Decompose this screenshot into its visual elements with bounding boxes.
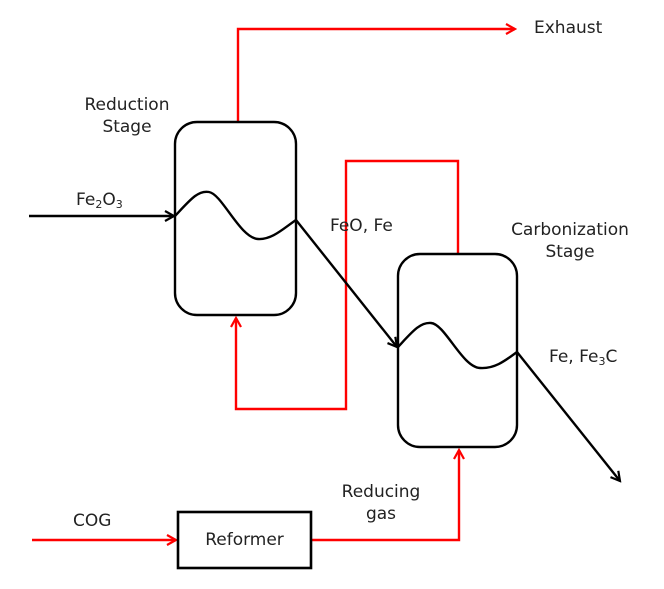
exhaust-flow-line	[236, 29, 515, 122]
reduction-stage-label: Reduction Stage	[72, 94, 182, 138]
product-flow-line	[516, 351, 620, 481]
reduction-stage-vessel[interactable]	[173, 120, 298, 317]
intermediate-label: FeO, Fe	[330, 216, 393, 236]
feed-label-fe: Fe	[76, 190, 96, 210]
reformer-box[interactable]	[176, 510, 313, 570]
product-label-prefix: Fe, Fe	[549, 347, 599, 367]
reducing-gas-label: Reducing gas	[326, 481, 436, 525]
product-label-suffix: C	[605, 347, 618, 367]
carbonization-stage-vessel[interactable]	[396, 252, 519, 449]
product-label-sub: 3	[598, 355, 606, 368]
reduction-stage-label-line1: Reduction	[84, 95, 170, 115]
feed-label-sub2: 3	[115, 198, 123, 211]
carbonization-stage-label-line1: Carbonization	[511, 220, 629, 240]
intermediate-flow-line	[295, 219, 397, 347]
exhaust-label: Exhaust	[534, 18, 603, 38]
reducing-gas-label-line1: Reducing	[341, 482, 421, 502]
feed-label: Fe2O3	[76, 189, 123, 216]
reduction-bed-wave	[174, 190, 297, 241]
reducing-gas-label-line2: gas	[365, 504, 397, 524]
feed-label-sub1: 2	[95, 198, 103, 211]
reduction-stage-label-line2: Stage	[102, 117, 152, 137]
feed-label-o: O	[102, 190, 116, 210]
carbonization-bed-wave	[397, 321, 518, 370]
carbonization-stage-label: Carbonization Stage	[495, 219, 645, 263]
cog-label: COG	[73, 511, 112, 531]
reformer-label: Reformer	[205, 530, 284, 550]
product-label: Fe, Fe3C	[549, 346, 617, 373]
reducing-gas-line	[311, 450, 459, 542]
carbonization-stage-label-line2: Stage	[545, 242, 595, 262]
recycle-gas-line	[236, 159, 460, 411]
